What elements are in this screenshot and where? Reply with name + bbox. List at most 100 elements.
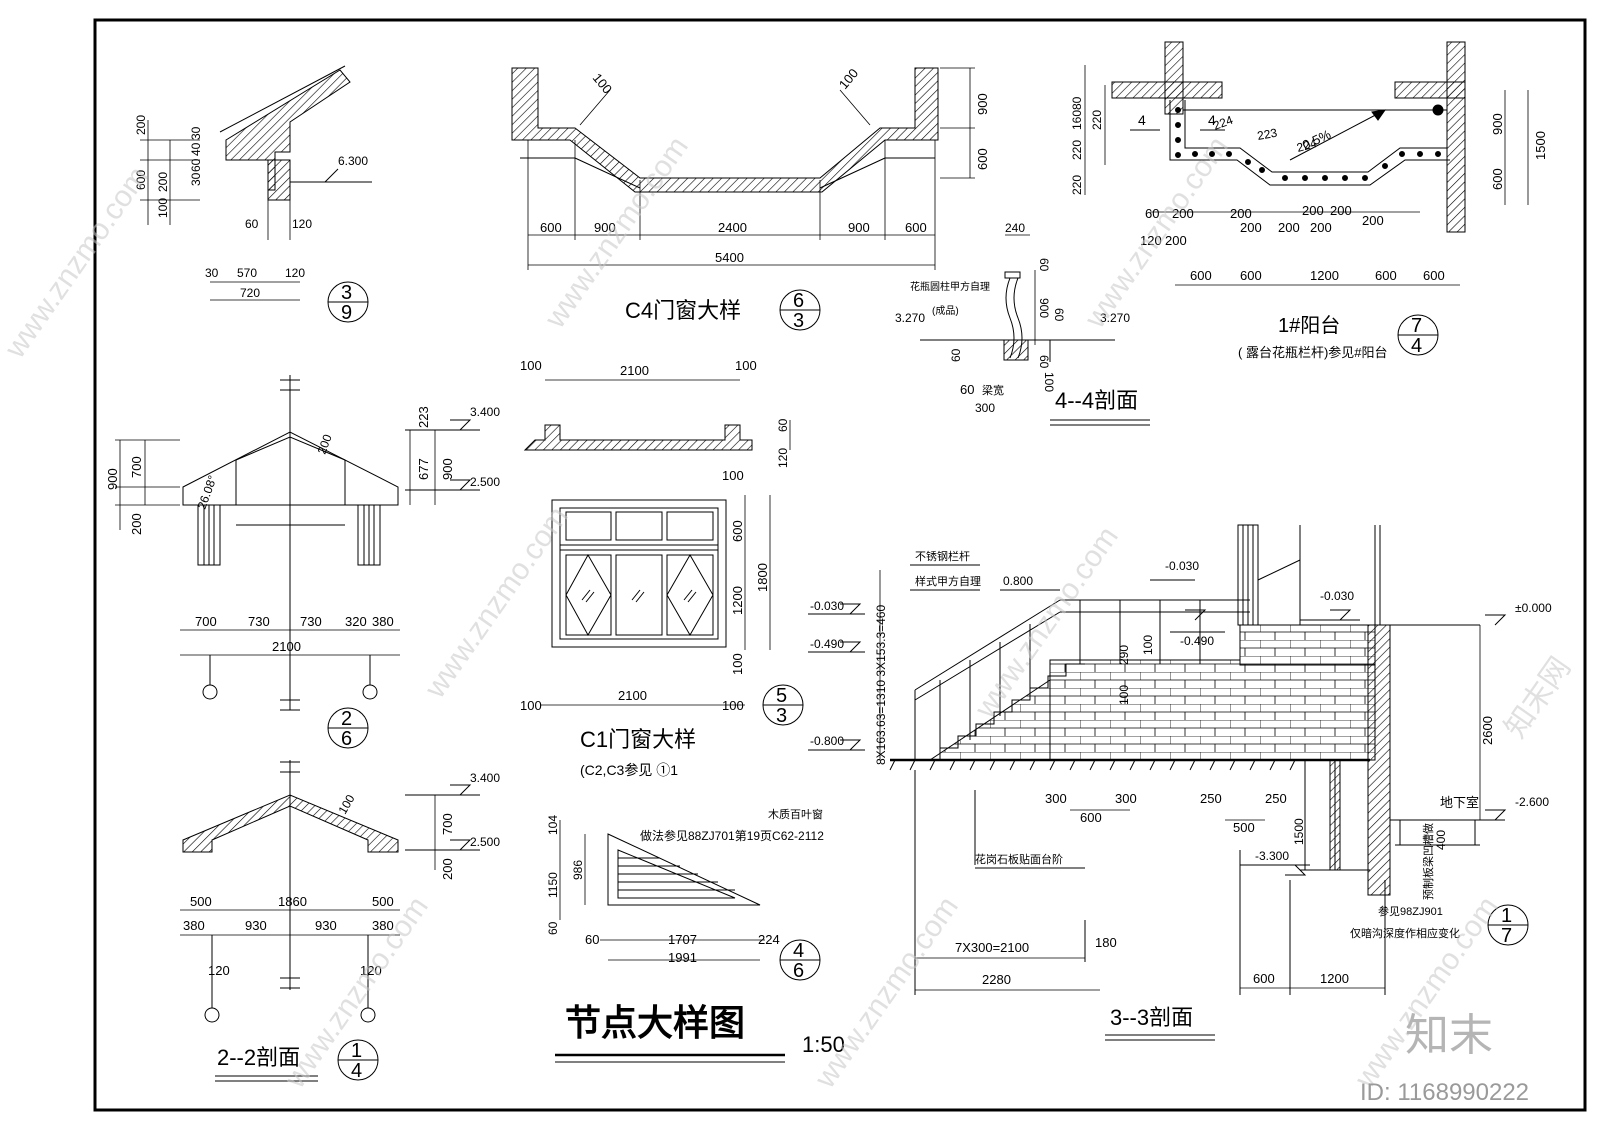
section-4-right: 4 <box>1208 112 1216 128</box>
stair-total: 2280 <box>982 972 1011 987</box>
d17-100b: 100 <box>1141 635 1155 655</box>
d44-240: 240 <box>1005 221 1025 235</box>
dim-63-c: 2400 <box>718 220 747 235</box>
d14-level-bottom: 2.500 <box>470 835 500 849</box>
dim-39-a: 200 <box>134 115 148 135</box>
dim-63-a: 600 <box>540 220 562 235</box>
d17-1500: 1500 <box>1292 818 1306 845</box>
dl-220a: 220 <box>1090 110 1104 130</box>
d14-b1: 930 <box>245 918 267 933</box>
columns-right <box>357 504 381 566</box>
d53-b0: 100 <box>520 698 542 713</box>
d53-r2: 1800 <box>755 563 770 592</box>
dim-63-d: 900 <box>848 220 870 235</box>
d46-104: 104 <box>546 815 560 835</box>
db2-0: 120 <box>1140 233 1162 248</box>
mark-7-4-bottom: 4 <box>1411 335 1422 357</box>
d26-total: 2100 <box>272 639 301 654</box>
level-m2600: -2.600 <box>1515 795 1549 809</box>
dim-39-b: 600 <box>134 170 148 190</box>
mark-2-6-bottom: 6 <box>341 728 352 750</box>
note-finished: (成品) <box>932 305 959 317</box>
mark-2-6-top: 2 <box>341 708 352 730</box>
d14-level-top: 3.400 <box>470 771 500 785</box>
dim-63-total: 5400 <box>715 250 744 265</box>
level-m0030-l: -0.030 <box>810 599 844 613</box>
d14-700: 700 <box>440 813 455 835</box>
d26-b0: 700 <box>195 614 217 629</box>
ang-224a: 224 <box>1211 113 1235 133</box>
d26-900r: 900 <box>440 458 455 480</box>
dl-80: 80 <box>1070 96 1084 110</box>
d14-slope: 100 <box>335 792 357 817</box>
d53-r3: 100 <box>730 653 745 675</box>
d46-b1: 1707 <box>668 932 697 947</box>
d17-400: 400 <box>1434 830 1448 850</box>
note-c1: (C2,C3参见 ①1 <box>580 762 678 778</box>
dim-39-g: 60 <box>189 158 203 172</box>
detail-3-9: 6.300 200 600 200 100 30 40 60 30 60 120… <box>134 65 372 324</box>
dl-220c: 220 <box>1070 175 1084 195</box>
d26-b4: 380 <box>372 614 394 629</box>
watermark-site-4: www.znzmo.com <box>418 501 575 705</box>
ref-note: 仅暗沟深度作相应变化 <box>1350 926 1460 940</box>
dim-63-b: 900 <box>594 220 616 235</box>
caption-balcony: 1#阳台 <box>1278 314 1340 337</box>
dr-600: 600 <box>1490 168 1505 190</box>
louver-note: 做法参见88ZJ701第19页C62-2112 <box>640 828 824 843</box>
d17-300a: 300 <box>1045 791 1067 806</box>
d44-60d: 60 <box>1037 355 1051 369</box>
d14-b3: 380 <box>372 918 394 933</box>
stair-dims: 8X163.63=1310 3X153.3=460 <box>874 605 888 765</box>
caption-4-4: 4--4剖面 <box>1055 388 1138 413</box>
d14-t2: 500 <box>372 894 394 909</box>
db1-1: 200 <box>1172 206 1194 221</box>
railing-note-2: 样式甲方自理 <box>915 574 981 588</box>
dim-39-e: 30 <box>189 126 203 140</box>
dim-63-e: 600 <box>905 220 927 235</box>
level-6300: 6.300 <box>338 154 368 168</box>
d53-b1: 2100 <box>618 688 647 703</box>
d14-e1: 120 <box>360 963 382 978</box>
d17-b1200: 1200 <box>1320 971 1349 986</box>
watermark-site-7: www.znzmo.com <box>808 891 965 1095</box>
d53-t1: 2100 <box>620 363 649 378</box>
d14-b0: 380 <box>183 918 205 933</box>
mark-1-4-top: 1 <box>351 1040 362 1062</box>
d14-e0: 120 <box>208 963 230 978</box>
dim-39-f: 40 <box>189 142 203 156</box>
note-beam-width: 梁宽 <box>982 383 1004 397</box>
mark-6-3-bottom: 3 <box>793 310 804 332</box>
detail-6-3: 600 900 2400 900 600 5400 900 600 100 10… <box>511 66 990 332</box>
d46-b3: 1991 <box>668 950 697 965</box>
d14-b2: 930 <box>315 918 337 933</box>
d44-900: 900 <box>1037 298 1051 318</box>
db1-2: 200 <box>1230 206 1252 221</box>
mark-3-9-top: 3 <box>341 282 352 304</box>
d26-223: 223 <box>416 406 431 428</box>
note-vase-post: 花瓶圆柱甲方自理 <box>910 280 990 293</box>
d14-t1: 1860 <box>278 894 307 909</box>
d44-300: 300 <box>975 401 995 415</box>
detail-4-4: 240 60 900 60 60 60 300 100 花瓶圆柱甲方自理 (成品… <box>895 221 1150 426</box>
dim-39-n: 720 <box>240 286 260 300</box>
d14-200: 200 <box>440 858 455 880</box>
dl-160: 160 <box>1070 110 1084 130</box>
ground-hatch <box>889 759 1296 771</box>
stone-note: 花岗石板贴面台阶 <box>975 852 1063 866</box>
d44-level-left: 3.270 <box>895 311 925 325</box>
watermark-logo: 知末 <box>1405 1011 1493 1060</box>
dim-39-i: 60 <box>245 217 259 231</box>
mark-7-4-top: 7 <box>1411 315 1422 337</box>
dim-39-k: 30 <box>205 266 219 280</box>
drawing-title-block: 节点大样图 1:50 <box>555 1002 845 1063</box>
d44-level-right: 3.270 <box>1100 311 1130 325</box>
d17-500: 500 <box>1233 820 1255 835</box>
d26-b1: 730 <box>248 614 270 629</box>
level-m0490-m: -0.490 <box>1180 634 1214 648</box>
d44-100: 100 <box>1042 372 1056 392</box>
mark-5-3-top: 5 <box>776 685 787 707</box>
caption-c1: C1门窗大样 <box>580 727 696 752</box>
d17-b600: 600 <box>1253 971 1275 986</box>
db1-5: 200 <box>1362 213 1384 228</box>
